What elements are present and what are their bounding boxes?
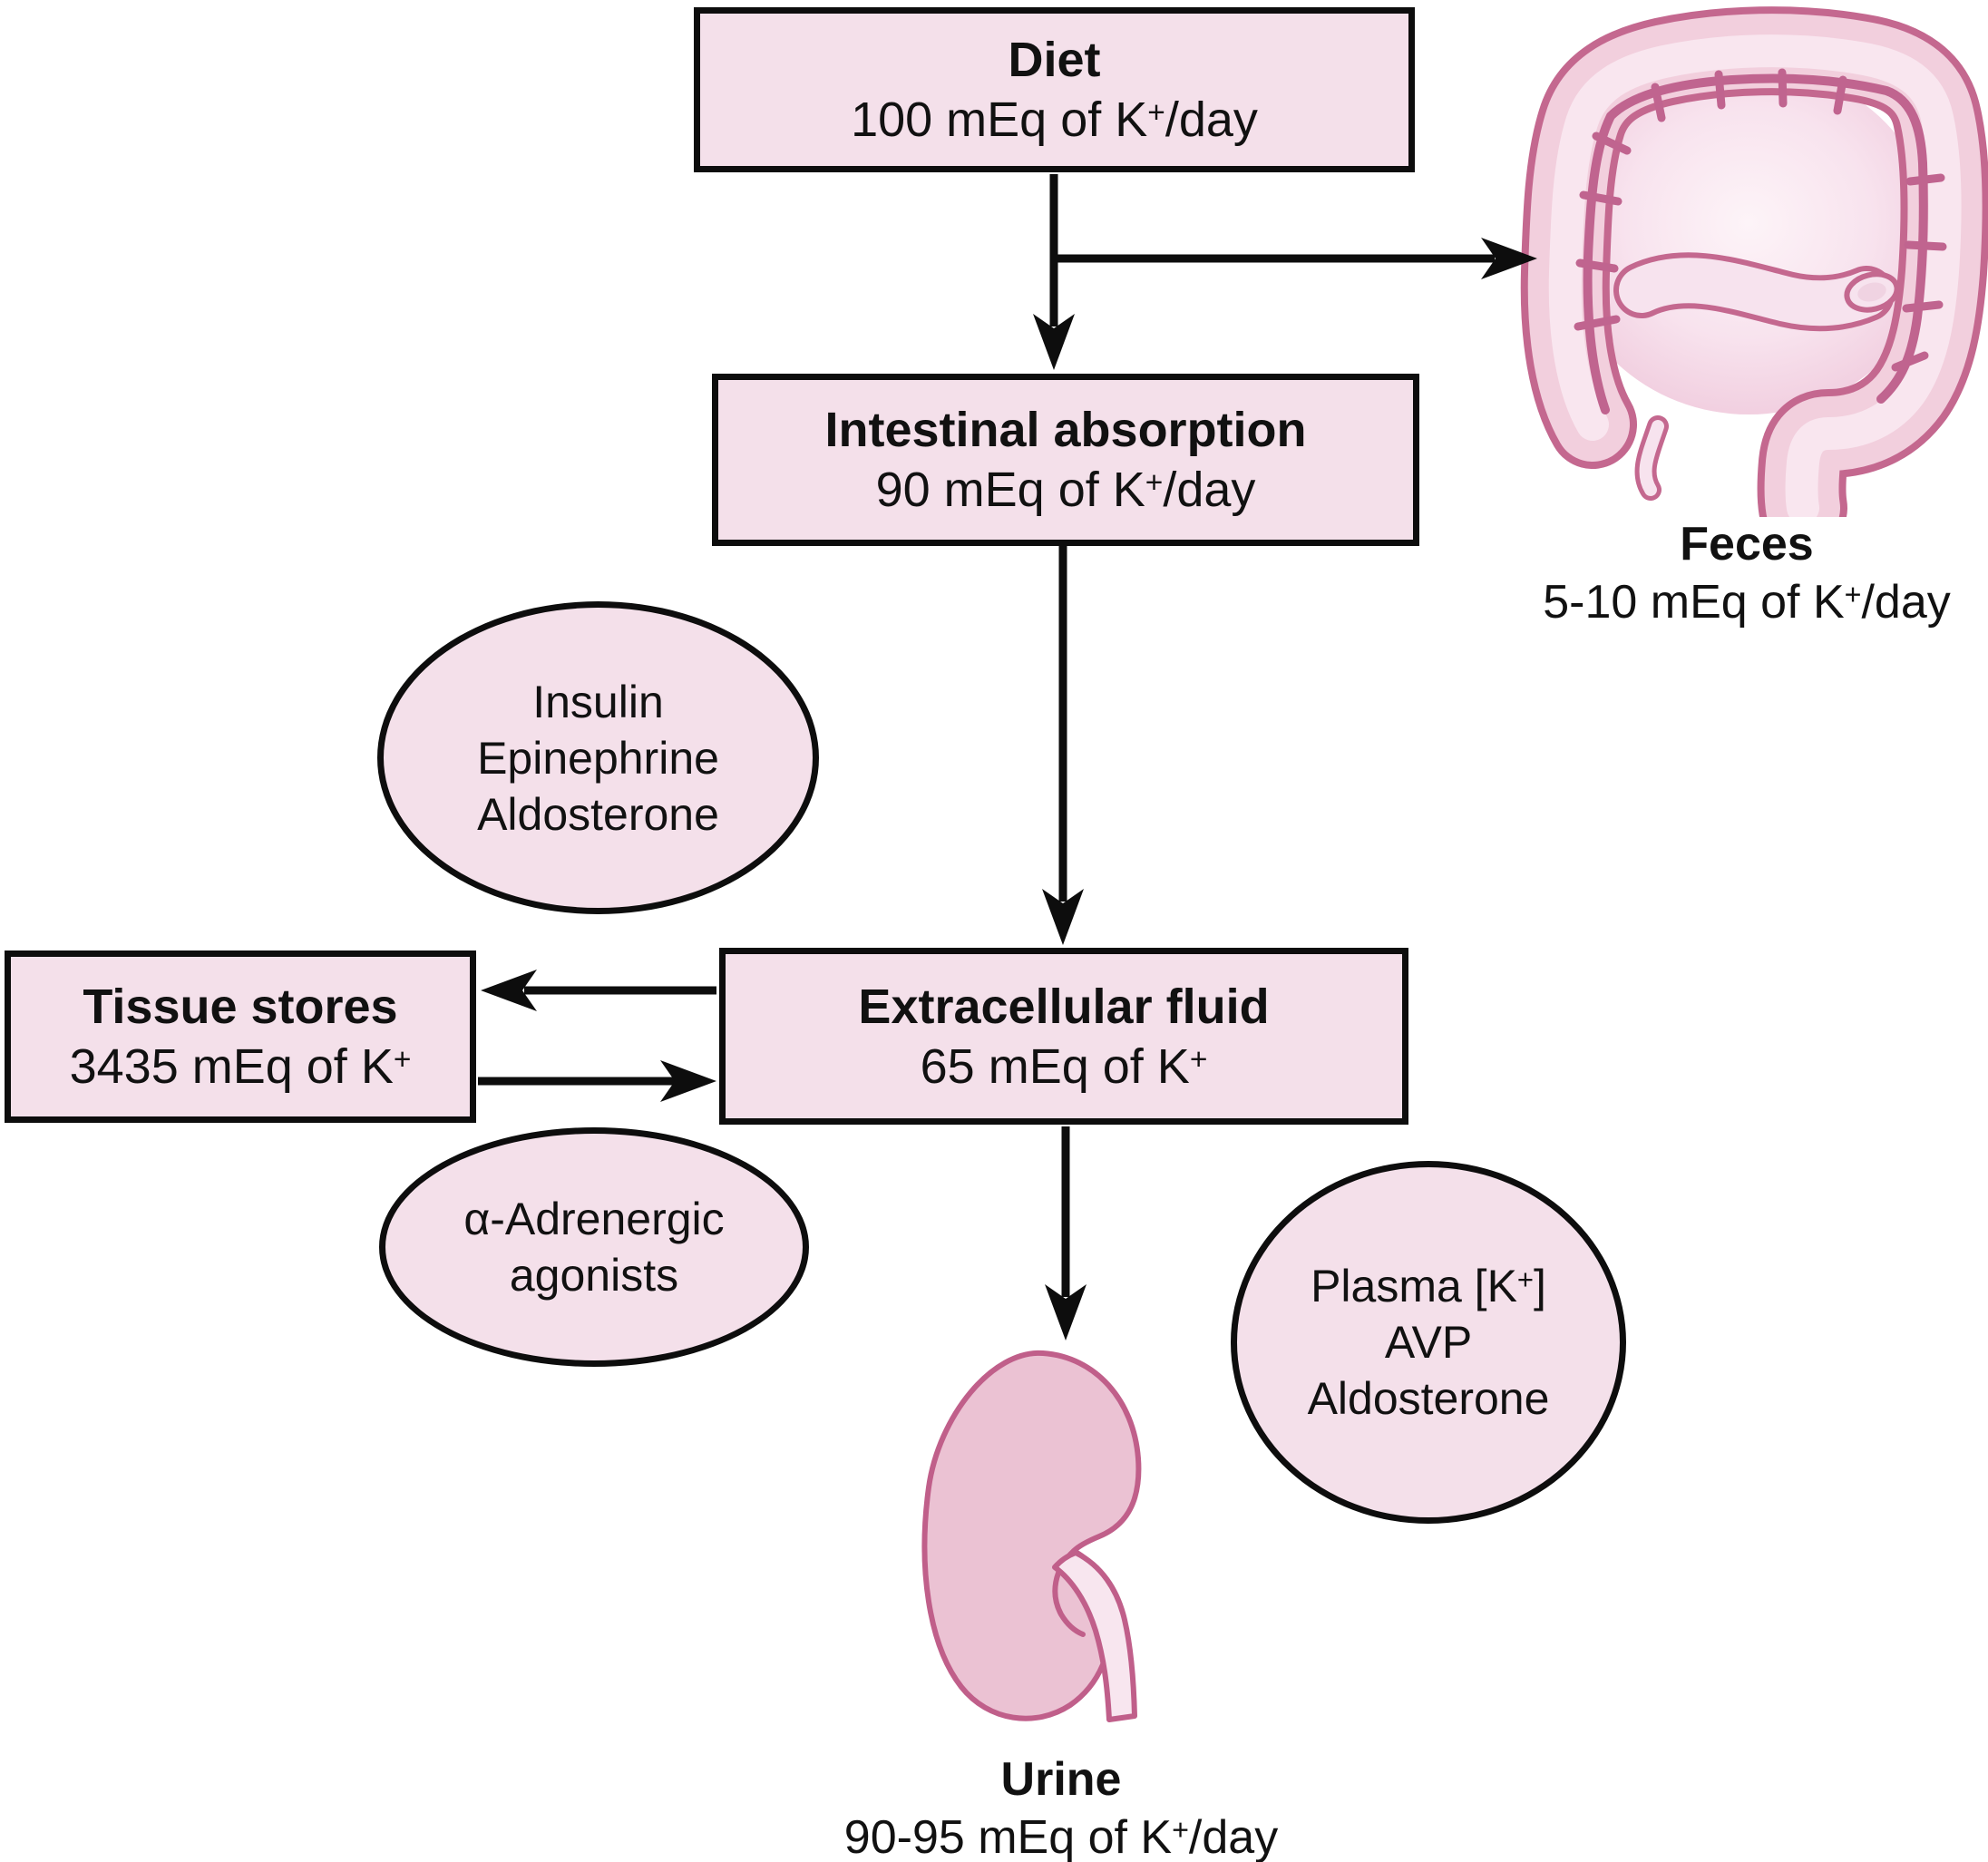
modulator-line: AVP: [1384, 1317, 1473, 1368]
feces-amount-unit: /day: [1861, 576, 1951, 629]
colon-highlight: [1548, 34, 1962, 517]
cell-release-modulators-ellipse: α-Adrenergic agonists: [379, 1127, 809, 1367]
taenia-coli-line: [1583, 73, 1928, 414]
superscript-plus: +: [1189, 1042, 1208, 1077]
diet-amount-text: 100 mEq of K: [851, 93, 1148, 147]
urine-title: Urine: [1000, 1753, 1122, 1806]
intestinal-absorption-title: Intestinal absorption: [824, 403, 1307, 457]
tissue-stores-box: Tissue stores 3435 mEq of K+: [5, 950, 476, 1123]
urine-label: Urine 90-95 mEq of K+/day: [780, 1750, 1342, 1862]
feces-label: Feces 5-10 mEq of K+/day: [1506, 515, 1988, 631]
plasma-k-bracket: ]: [1534, 1261, 1546, 1311]
diet-amount: 100 mEq of K+/day: [851, 90, 1258, 150]
arrow-tissue-stores-to-extracellular-fluid: [478, 1060, 716, 1102]
extracellular-fluid-title: Extracellular fluid: [858, 979, 1270, 1034]
colon-body: [1520, 6, 1988, 517]
modulator-line: Aldosterone: [1307, 1373, 1550, 1424]
intestinal-amount-text: 90 mEq of K: [875, 463, 1145, 517]
kidney-body: [921, 1350, 1142, 1722]
diet-box: Diet 100 mEq of K+/day: [694, 7, 1415, 172]
tissue-stores-title: Tissue stores: [83, 980, 398, 1034]
urine-amount-text: 90-95 mEq of K: [843, 1811, 1173, 1862]
large-intestine-icon: [1520, 6, 1988, 517]
extracellular-fluid-box: Extracellular fluid 65 mEq of K+: [719, 948, 1408, 1125]
intestinal-absorption-amount: 90 mEq of K+/day: [876, 460, 1256, 520]
tissue-stores-amount: 3435 mEq of K+: [70, 1037, 412, 1097]
modulator-line: Aldosterone: [477, 788, 719, 840]
kidney-icon: [921, 1350, 1142, 1722]
arrow-extracellular-fluid-to-tissue-stores: [481, 970, 716, 1011]
diet-amount-unit: /day: [1165, 93, 1258, 147]
colon-haustra-marks: [1574, 68, 1947, 372]
feces-title: Feces: [1680, 518, 1814, 570]
ureter: [1052, 1550, 1137, 1722]
superscript-plus: +: [1844, 578, 1862, 611]
superscript-plus: +: [1172, 1813, 1189, 1847]
intestinal-absorption-box: Intestinal absorption 90 mEq of K+/day: [712, 374, 1419, 546]
urine-amount-unit: /day: [1188, 1811, 1279, 1862]
extracellular-fluid-amount: 65 mEq of K+: [921, 1037, 1208, 1097]
terminal-ileum: [1613, 252, 1900, 332]
arrow-diet-to-feces: [1054, 238, 1537, 279]
feces-amount-text: 5-10 mEq of K: [1543, 576, 1845, 629]
arrow-diet-to-intestinal-absorption: [1033, 174, 1075, 370]
arrow-extracellular-fluid-to-urine: [1045, 1126, 1087, 1340]
tissue-amount-text: 3435 mEq of K: [69, 1039, 394, 1094]
superscript-plus: +: [393, 1042, 412, 1077]
modulator-line: agonists: [509, 1250, 679, 1301]
superscript-plus: +: [1516, 1263, 1535, 1296]
feces-amount: 5-10 mEq of K+/day: [1506, 573, 1988, 631]
renal-excretion-modulators-ellipse: Plasma [K+] AVP Aldosterone: [1231, 1161, 1626, 1524]
ecf-amount-text: 65 mEq of K: [920, 1038, 1190, 1094]
superscript-plus: +: [1147, 95, 1165, 130]
modulator-line: α-Adrenergic: [463, 1194, 725, 1244]
ileum-lumen: [1857, 282, 1886, 302]
modulator-line: Plasma [K+]: [1311, 1258, 1546, 1314]
modulator-line: Epinephrine: [477, 732, 719, 784]
arrow-intestinal-absorption-to-extracellular-fluid: [1042, 544, 1084, 945]
superscript-plus: +: [1145, 465, 1164, 500]
urine-amount: 90-95 mEq of K+/day: [780, 1808, 1342, 1862]
plasma-k-text: Plasma [K: [1311, 1261, 1517, 1311]
modulator-line: Insulin: [532, 676, 664, 727]
intestinal-amount-unit: /day: [1163, 463, 1256, 517]
appendix: [1634, 415, 1669, 501]
cell-uptake-modulators-ellipse: Insulin Epinephrine Aldosterone: [377, 601, 819, 914]
diet-title: Diet: [1008, 33, 1101, 87]
